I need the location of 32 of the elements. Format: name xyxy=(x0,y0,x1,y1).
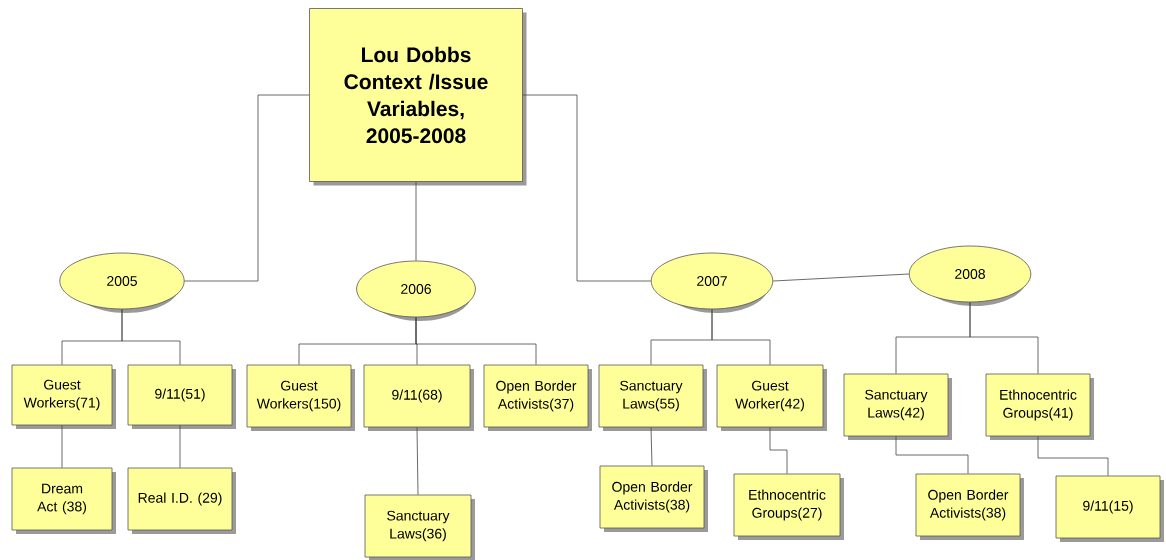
topic-box: 9/11(15) xyxy=(1055,475,1164,542)
connector-line xyxy=(711,309,771,365)
connector-line xyxy=(769,427,788,474)
topic-box: Sanctuary Laws(55) xyxy=(598,364,707,431)
connector-line xyxy=(61,425,63,468)
connector-line xyxy=(1037,436,1109,476)
topic-box: Ethnocentric Groups(41) xyxy=(985,373,1094,440)
connector-line xyxy=(415,181,417,261)
topic-box: Ethnocentric Groups(27) xyxy=(733,473,844,540)
connector-line xyxy=(522,94,652,282)
topic-box: Guest Workers(150) xyxy=(246,364,355,431)
connector-line xyxy=(121,309,181,365)
topic-box: Open Border Activists(38) xyxy=(915,473,1024,540)
topic-box: Sanctuary Laws(42) xyxy=(843,373,952,440)
topic-box: Open Border Activists(38) xyxy=(599,465,708,532)
topic-box: 9/11(51) xyxy=(127,364,236,429)
connector-line xyxy=(416,427,419,495)
connector-line xyxy=(969,302,1039,374)
topic-box: Open Border Activists(37) xyxy=(483,364,592,431)
topic-box: Guest Worker(42) xyxy=(716,364,827,431)
topic-box: Guest Workers(71) xyxy=(11,364,116,429)
topic-box: Sanctuary Laws(36) xyxy=(364,494,475,560)
connector-line xyxy=(772,273,910,282)
connector-line xyxy=(184,94,310,282)
connector-line xyxy=(415,317,537,365)
topic-box: Real I.D. (29) xyxy=(127,467,236,534)
title-box: Lou Dobbs Context /Issue Variables, 2005-2008 xyxy=(309,8,527,186)
topic-box: Dream Act (38) xyxy=(11,467,116,534)
connector-line xyxy=(895,436,969,474)
topic-box: 9/11(68) xyxy=(363,364,474,431)
connector-line xyxy=(179,425,181,468)
connector-line xyxy=(650,427,653,466)
